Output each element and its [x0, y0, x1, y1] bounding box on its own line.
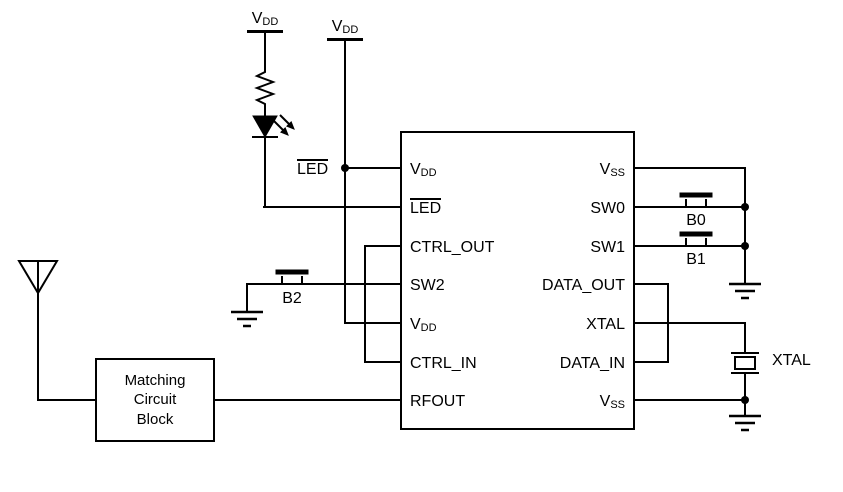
vdd1-sub: DD: [262, 16, 279, 28]
led-chain-wire-bottom: [264, 146, 266, 208]
crystal-top-wire: [744, 322, 746, 348]
push-button-b2-icon: [275, 269, 309, 284]
ground-icon: [729, 282, 761, 300]
vdd2-sub: DD: [342, 24, 359, 36]
ic-pin-led: LED: [410, 198, 442, 217]
vdd-rail-bar-2: [327, 38, 363, 41]
rfout-wire: [215, 399, 401, 401]
antenna-to-block-wire: [37, 399, 96, 401]
b2-ground-stem-wire: [246, 283, 248, 312]
vdd2-main: V: [331, 18, 343, 35]
vdd1-main: V: [251, 10, 263, 27]
xtal-pin-wire: [635, 322, 746, 324]
matching-block-line1: Matching: [124, 371, 186, 389]
led-chain-wire-mid: [264, 106, 266, 114]
sw0-wire: [635, 206, 745, 208]
matching-block-line2: Circuit: [133, 391, 177, 409]
ic-pin-sw2: SW2: [410, 277, 445, 294]
ctrl-loop-vertical-wire: [364, 245, 366, 363]
button-b2-label: B2: [282, 290, 302, 307]
push-button-b1-icon: [679, 231, 713, 246]
push-button-b0-icon: [679, 192, 713, 207]
vdd-rail-label-2: VDD: [323, 18, 367, 36]
ic-pin-sw1: SW1: [590, 239, 625, 256]
led-icon: [252, 112, 295, 148]
junction-dot: [341, 164, 349, 172]
right-rail-vertical-wire: [744, 167, 746, 284]
ic-pin-sw0: SW0: [590, 200, 625, 217]
sw1-wire: [635, 245, 745, 247]
button-b1-label: B1: [686, 251, 706, 268]
ic-pin-ctrl-out: CTRL_OUT: [410, 239, 495, 256]
vdd-rail-bar-1: [247, 30, 283, 33]
vss-top-wire: [635, 167, 746, 169]
vdd-rail-label-1: VDD: [243, 10, 287, 28]
led-chain-wire-top: [264, 32, 266, 68]
resistor-icon: [254, 66, 276, 108]
ic-pin-xtal: XTAL: [586, 316, 625, 333]
crystal-label: XTAL: [772, 352, 811, 369]
crystal-bottom-wire: [744, 380, 746, 401]
ground-icon: [231, 310, 263, 328]
ic-pin-vdd: VDD: [410, 161, 437, 179]
ic-pin-vss: VSS: [599, 161, 625, 179]
ic-pin-data-in: DATA_IN: [559, 355, 625, 372]
ic-body: VDD LED CTRL_OUT SW2 VDD CTRL_IN RFOUT V…: [400, 131, 635, 430]
ic-pin-vss-2: VSS: [599, 393, 625, 411]
matching-block-line3: Block: [136, 410, 174, 428]
ctrl-out-wire: [364, 245, 401, 247]
ic-pin-rfout: RFOUT: [410, 393, 466, 410]
crystal-icon: [731, 346, 759, 382]
ic-pin-vdd-2: VDD: [410, 316, 437, 334]
led-net-text: LED: [297, 159, 329, 178]
ground-icon: [729, 414, 761, 432]
matching-circuit-block: Matching Circuit Block: [95, 358, 215, 442]
led-net-label: LED: [297, 159, 329, 179]
junction-dot: [741, 203, 749, 211]
led-pin-wire: [263, 206, 400, 208]
button-b0-label: B0: [686, 212, 706, 229]
junction-dot: [741, 242, 749, 250]
bottom-ground-stem-wire: [744, 399, 746, 416]
vss-bottom-wire: [635, 399, 746, 401]
ic-pin-ctrl-in: CTRL_IN: [410, 355, 477, 372]
antenna-icon: [17, 260, 59, 308]
ctrl-in-wire: [364, 361, 401, 363]
sw2-wire: [246, 283, 400, 285]
vdd-pin-wire: [344, 167, 400, 169]
vdd-pin-wire-2: [344, 322, 400, 324]
antenna-feed-wire: [37, 306, 39, 401]
data-in-wire: [635, 361, 669, 363]
vdd-rail-vertical-wire: [344, 41, 346, 324]
data-out-wire: [635, 283, 669, 285]
ic-pin-data-out: DATA_OUT: [542, 277, 625, 294]
